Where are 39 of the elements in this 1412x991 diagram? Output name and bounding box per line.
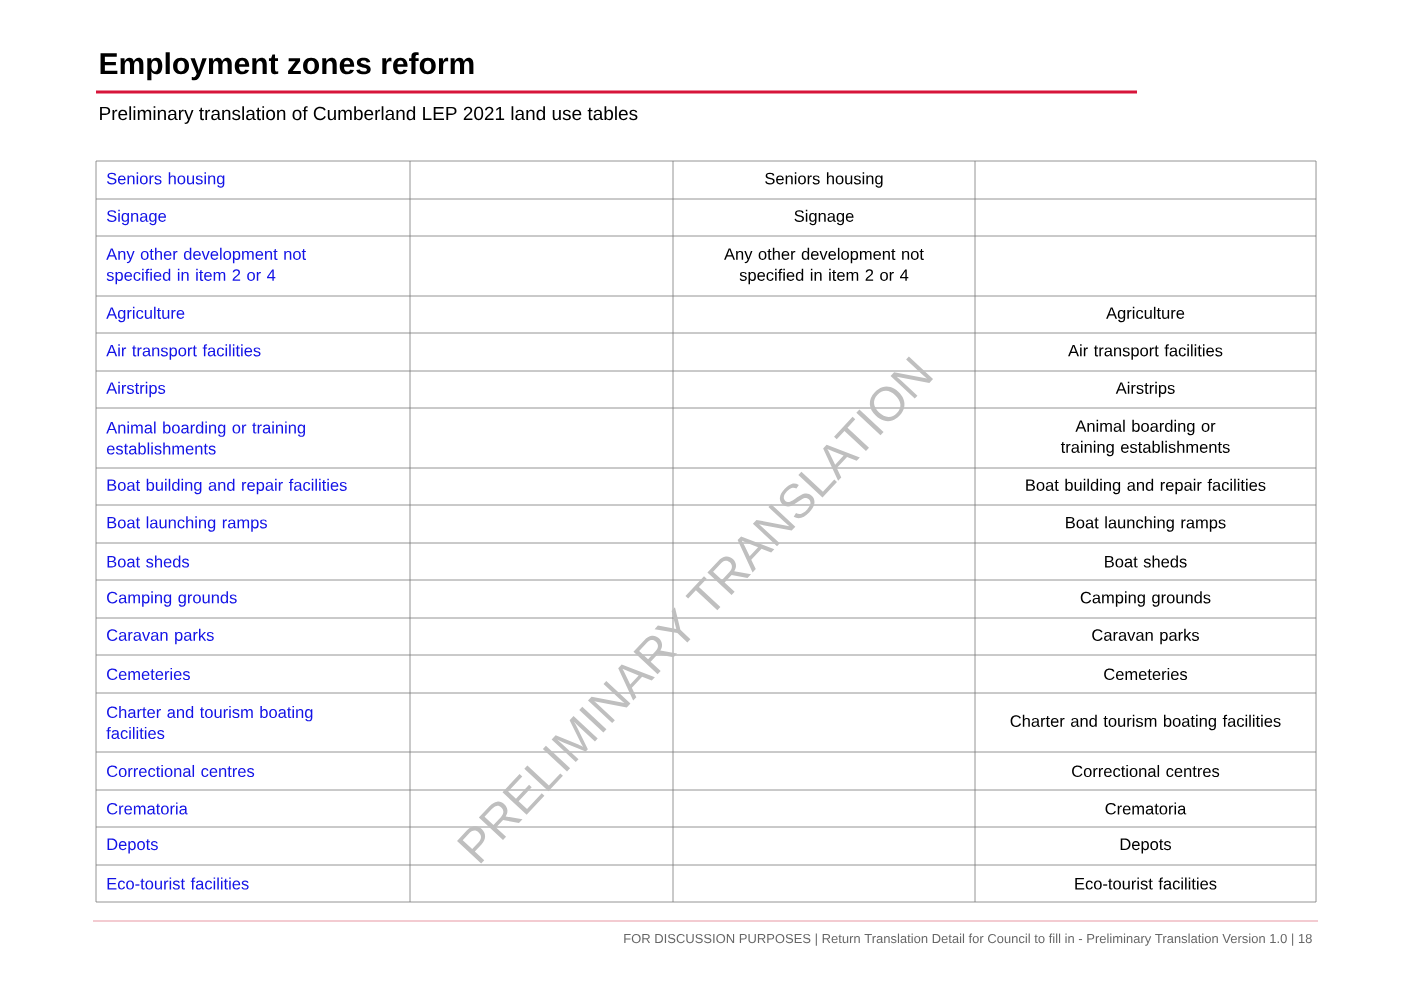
table-cell-text: Agriculture — [1106, 306, 1185, 323]
table-cell-text: Signage — [106, 209, 166, 226]
table-cell-text: Seniors housing — [106, 172, 225, 188]
table-cell-text: Boat launching ramps — [1066, 516, 1226, 532]
table-cell-text: Animal boarding or training establishments — [106, 421, 305, 455]
table-cell-text: Cemeteries — [107, 667, 190, 681]
table-cell-text: Airstrips — [106, 381, 166, 398]
table-cell-text: Boat sheds — [1105, 555, 1187, 568]
table-cell-text: Air transport facilities — [1068, 344, 1223, 360]
subtitle: Preliminary translation of Cumberland LEP 2021 land use tables — [100, 106, 638, 124]
table-cell-text: Correctional centres — [1072, 764, 1220, 778]
table-cell-text: Air transport facilities — [106, 344, 261, 360]
table-cell-text: Signage — [794, 209, 854, 226]
table-cell-text: Cemeteries — [1104, 667, 1188, 681]
table-cell-text: Agriculture — [106, 306, 185, 323]
table-cell-text: Airstrips — [1115, 381, 1175, 398]
table-cell-text: Crematoria — [1105, 802, 1187, 815]
table-cell-text: Any other development not specified in item 2 or 4 — [106, 247, 306, 285]
table-cell-text: Boat sheds — [107, 555, 190, 568]
table-cell-text: Crematoria — [107, 802, 188, 815]
table-cell-text: Caravan parks — [107, 628, 214, 645]
table-cell-text: Camping grounds — [107, 591, 237, 607]
table-cell-text: Depots — [107, 838, 158, 854]
table-cell-text: Charter and tourism boating facilities — [1010, 714, 1281, 731]
table-cell-text: Boat building and repair facilities — [1026, 478, 1266, 495]
table-cell-text: Any other development not specified in item 2 or 4 — [724, 247, 924, 285]
table-cell-text: Boat building and repair facilities — [107, 478, 347, 495]
table-cell-text: Depots — [1120, 838, 1172, 854]
table-cell-text: Eco-tourist facilities — [1075, 877, 1217, 890]
table-cell-text: Boat launching ramps — [107, 516, 267, 532]
table-cell-text: Camping grounds — [1080, 591, 1211, 607]
table-cell-text: Charter and tourism boating facilities — [106, 705, 313, 740]
table-cell-text: Animal boarding or training establishments — [1060, 419, 1230, 457]
footer-text: FOR DISCUSSION PURPOSES | Return Translation Detail for Council to fill in - Preliminary Translation Version 1.0 | 18 — [624, 933, 1312, 946]
title: Employment zones reform — [100, 52, 474, 81]
table-cell-text: Seniors housing — [765, 172, 883, 188]
table-cell-text: Caravan parks — [1092, 628, 1199, 645]
table-cell-text: Correctional centres — [107, 764, 255, 778]
table-cell-text: Eco-tourist facilities — [107, 877, 249, 890]
